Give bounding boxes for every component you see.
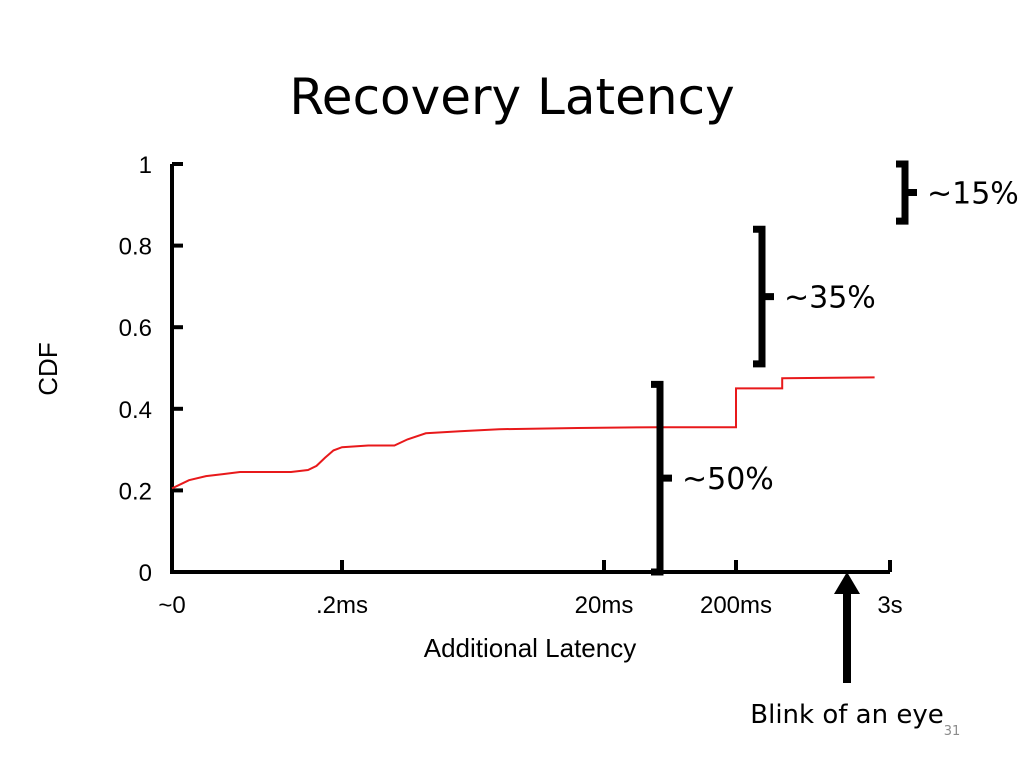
blink-marker: Blink of an eye [750,572,944,730]
y-tick-label: 0.6 [119,315,152,342]
brace-label: ~35% [784,281,876,316]
y-axis-label: CDF [33,342,63,395]
y-tick-label: 0 [139,560,152,587]
brace-shape [753,225,774,368]
brace-annotation: ~35% [753,225,876,368]
brace-annotation: ~50% [651,380,774,576]
x-tick-label: 20ms [575,592,634,619]
cdf-series-line [171,376,875,490]
chart-axes [170,164,890,574]
slide-title: Recovery Latency [289,68,735,126]
marker-layer: Blink of an eye [750,572,944,730]
y-tick-label: 0.2 [119,478,152,505]
brace-shape [651,380,672,576]
blink-marker-label: Blink of an eye [750,700,943,730]
y-tick-label: 0.8 [119,234,152,261]
arrow-head-icon [834,572,860,594]
x-axis-label: Additional Latency [424,633,636,663]
x-tick-label: .2ms [316,592,368,619]
brace-shape [896,160,917,225]
y-tick-label: 1 [139,152,152,179]
x-tick-label: 200ms [700,592,772,619]
brace-label: ~15% [927,177,1019,212]
y-tick-label: 0.4 [119,397,152,424]
x-tick-label: ~0 [158,592,185,619]
x-tick-label: 3s [877,592,902,619]
slide-number: 31 [943,724,961,739]
annotation-layer: ~50% ~35% ~15% [651,160,1019,576]
x-axis-ticks: ~0 .2ms 20ms 200ms 3s [158,560,903,619]
brace-annotation: ~15% [896,160,1019,225]
y-axis-ticks: 0 0.2 0.4 0.6 0.8 1 [119,152,183,587]
brace-label: ~50% [682,462,774,497]
series-layer [171,376,875,490]
